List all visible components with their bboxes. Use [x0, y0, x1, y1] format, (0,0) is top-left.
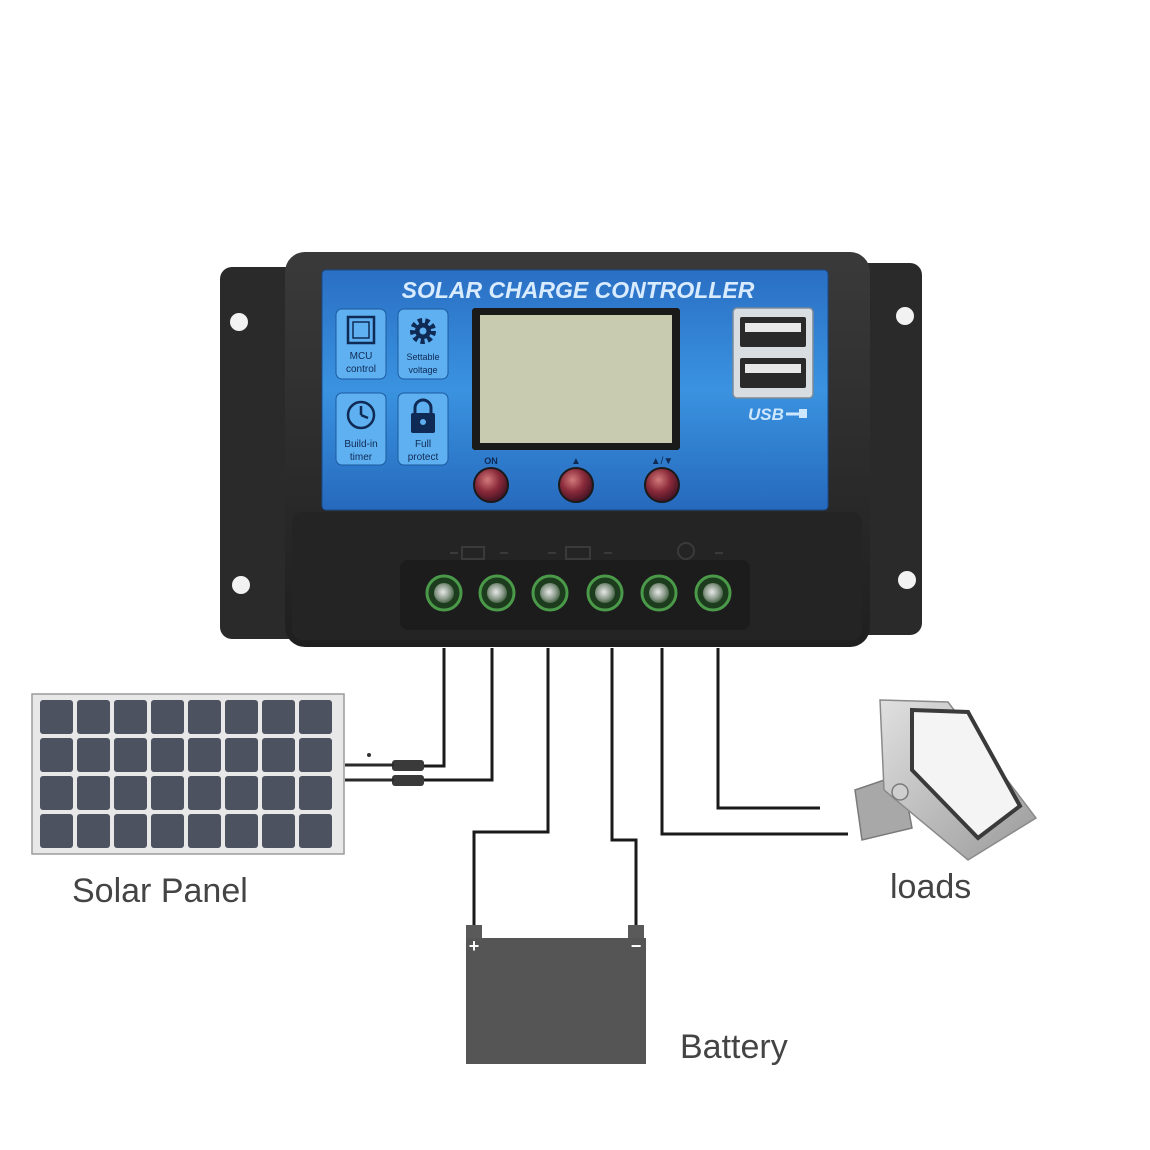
solar-cell: [77, 776, 110, 810]
terminal-symbols: [450, 542, 723, 560]
solar-cell: [188, 814, 221, 848]
feature-line: protect: [408, 452, 439, 463]
usb-icon: [786, 409, 807, 418]
solar-cell: [151, 738, 184, 772]
solar-cell: [225, 776, 258, 810]
solar-cell: [114, 738, 147, 772]
wires: [420, 648, 848, 925]
solar-cell: [299, 700, 332, 734]
lock-icon: [411, 398, 435, 433]
solar-cell: [188, 700, 221, 734]
feature-line: timer: [350, 452, 373, 463]
usb-ports[interactable]: [732, 307, 814, 399]
solar-cell: [40, 738, 73, 772]
solar-cell: [114, 814, 147, 848]
mounting-hole: [230, 313, 248, 331]
feature-settable-voltage: Settable voltage: [397, 308, 449, 380]
mounting-hole: [896, 307, 914, 325]
solar-panel-image: [31, 693, 345, 855]
terminal-screws: [425, 574, 732, 612]
feature-line: Full: [415, 439, 431, 450]
mounting-hole: [232, 576, 250, 594]
mc4-connectors: [345, 753, 424, 786]
solar-cell: [114, 776, 147, 810]
flood-light-image: [854, 699, 1038, 861]
solar-cell: [40, 814, 73, 848]
battery-label: Battery: [680, 1028, 788, 1066]
up-button[interactable]: [558, 467, 594, 503]
load-negative-wire: [660, 648, 848, 836]
gear-icon: [410, 318, 436, 344]
solar-cell: [299, 814, 332, 848]
solar-cell: [262, 776, 295, 810]
feature-line: voltage: [408, 365, 437, 375]
battery-positive-wire: [472, 648, 550, 925]
feature-full-protect: Full protect: [397, 392, 449, 466]
solar-cell: [188, 776, 221, 810]
load-positive-wire: [716, 648, 820, 810]
solar-cell: [262, 738, 295, 772]
solar-cell: [262, 700, 295, 734]
left-mounting-flange: [220, 267, 300, 639]
solar-cell: [40, 776, 73, 810]
solar-cell: [151, 700, 184, 734]
button-caption: ▲: [571, 456, 581, 467]
solar-cell: [40, 700, 73, 734]
battery-minus-sign: −: [631, 936, 642, 956]
solar-cell: [151, 814, 184, 848]
battery-plus-sign: +: [469, 936, 480, 956]
solar-cell: [77, 700, 110, 734]
button-caption: ▲/▼: [651, 456, 674, 467]
mounting-hole: [898, 571, 916, 589]
solar-cell: [77, 814, 110, 848]
feature-build-in-timer: Build-in timer: [335, 392, 387, 466]
battery-negative-wire: [610, 648, 638, 925]
controller-title: SOLAR CHARGE CONTROLLER: [402, 277, 755, 303]
solar-positive-wire: [420, 648, 446, 768]
mcu-chip-icon: [346, 315, 376, 345]
feature-line: Build-in: [344, 439, 377, 450]
solar-cell: [114, 700, 147, 734]
solar-cell: [225, 738, 258, 772]
feature-line: MCU: [350, 351, 373, 362]
usb-label: USB: [748, 405, 784, 424]
solar-panel-label: Solar Panel: [72, 872, 248, 910]
up-down-button[interactable]: [644, 467, 680, 503]
lamp-lens: [910, 707, 1023, 841]
battery-image: + −: [466, 925, 646, 1064]
feature-line: Settable: [406, 352, 439, 362]
solar-negative-wire: [420, 648, 494, 782]
lcd-display: [480, 315, 672, 443]
solar-cell: [225, 700, 258, 734]
feature-mcu-control: MCU control: [335, 308, 387, 380]
solar-cell: [188, 738, 221, 772]
solar-cell: [262, 814, 295, 848]
on-button[interactable]: [473, 467, 509, 503]
solar-charge-controller: SOLAR CHARGE CONTROLLER MCU control Sett…: [220, 252, 922, 647]
loads-label: loads: [890, 868, 972, 906]
solar-cell: [299, 738, 332, 772]
solar-cell: [77, 738, 110, 772]
button-caption: ON: [484, 456, 498, 466]
solar-cell: [299, 776, 332, 810]
feature-line: control: [346, 364, 376, 375]
solar-cell: [225, 814, 258, 848]
clock-icon: [346, 400, 376, 430]
solar-cell: [151, 776, 184, 810]
